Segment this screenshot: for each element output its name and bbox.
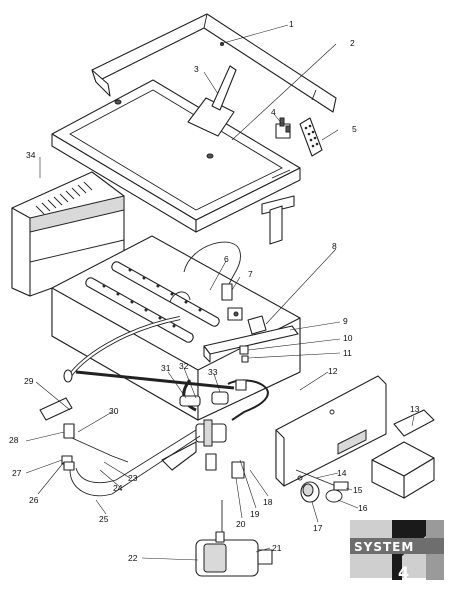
burner-tubes — [85, 261, 220, 343]
callout-15: 15 — [353, 485, 363, 495]
callout-29: 29 — [24, 376, 34, 386]
bracket-8 — [247, 315, 267, 335]
griddle-plate — [51, 79, 301, 233]
drain-cup — [299, 117, 323, 157]
fittings-31-33 — [179, 379, 247, 407]
callout-13: 13 — [410, 404, 420, 414]
callout-17: 17 — [313, 523, 323, 533]
callout-19: 19 — [250, 509, 260, 519]
callout-23: 23 — [128, 473, 138, 483]
callout-8: 8 — [332, 241, 337, 251]
callout-5: 5 — [352, 124, 357, 134]
callout-33: 33 — [208, 367, 218, 377]
callout-18: 18 — [263, 497, 273, 507]
callout-31: 31 — [161, 363, 171, 373]
callout-24: 24 — [113, 483, 123, 493]
callout-22: 22 — [128, 553, 138, 563]
leader-lines — [25, 24, 415, 561]
system-logo: SYSTEM 4 — [350, 520, 444, 582]
splash-guard — [91, 13, 337, 113]
callout-14: 14 — [337, 468, 347, 478]
callout-21: 21 — [272, 543, 282, 553]
callout-32: 32 — [179, 361, 189, 371]
logo-text: SYSTEM — [354, 540, 414, 554]
washer-16 — [325, 489, 343, 503]
callout-20: 20 — [236, 519, 246, 529]
callout-25: 25 — [99, 514, 109, 524]
drip-tray — [371, 409, 435, 499]
bracket-9 — [203, 325, 299, 363]
callout-12: 12 — [328, 366, 338, 376]
callout-numbers: 1 2 3 4 5 6 7 8 9 10 11 12 13 14 15 16 1… — [9, 19, 420, 563]
callout-26: 26 — [29, 495, 39, 505]
callout-16: 16 — [358, 503, 368, 513]
pilot-assembly — [39, 397, 201, 497]
logo-badge: 4 — [398, 563, 409, 582]
bracket-4 — [275, 117, 291, 139]
callout-3: 3 — [194, 64, 199, 74]
callout-10: 10 — [343, 333, 353, 343]
control-panel — [275, 375, 387, 487]
callout-4: 4 — [271, 107, 276, 117]
callout-7: 7 — [248, 269, 253, 279]
valve-block — [161, 419, 245, 479]
callout-11: 11 — [343, 348, 352, 358]
callout-2: 2 — [350, 38, 355, 48]
callout-6: 6 — [224, 254, 229, 264]
knob-17 — [300, 481, 320, 503]
gas-valve — [195, 500, 273, 577]
tray-bracket — [261, 195, 295, 245]
scraper — [187, 65, 237, 137]
callout-34: 34 — [26, 150, 36, 160]
callout-27: 27 — [12, 468, 22, 478]
pilot-bracket-7 — [221, 283, 243, 321]
callout-9: 9 — [343, 316, 348, 326]
callout-1: 1 — [289, 19, 294, 29]
gas-pipe-main — [63, 316, 181, 383]
callout-30: 30 — [109, 406, 119, 416]
callout-28: 28 — [9, 435, 19, 445]
